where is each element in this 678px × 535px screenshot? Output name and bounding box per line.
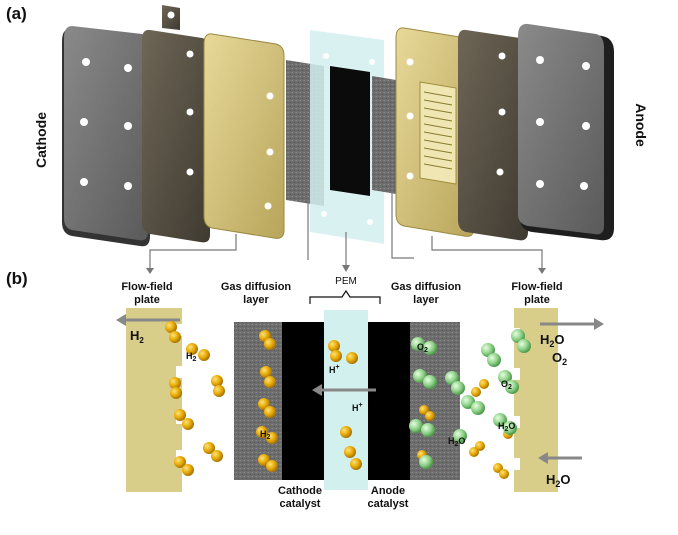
cathode-label: Cathode [33,112,49,168]
cathode-gasket [142,5,210,243]
svg-text:H+: H+ [352,402,363,413]
leader-lines [149,190,543,268]
cathode-catalyst-layer [282,322,328,480]
panel-a-label: (a) [6,4,27,23]
flow-field-right-label-1: Flow-field [511,281,562,293]
svg-text:H2O: H2O [498,421,515,433]
svg-text:H2O: H2O [540,332,565,349]
svg-text:O2: O2 [417,342,428,354]
gdl-right-label-2: layer [413,294,439,306]
svg-text:H2: H2 [130,328,144,345]
anode-gas-diffusion-frame [395,27,475,237]
hydrogen-molecules [165,321,513,479]
oxygen-molecules [409,329,531,469]
species-labels: H2 H2 H2 H+ H+ O2 O2 H2O H2O H2O O2 H2O [130,328,571,489]
svg-text:H+: H+ [329,364,340,375]
anode-catalyst-label-2: catalyst [368,498,409,510]
pem-bracket [309,289,381,304]
svg-text:H2: H2 [186,351,197,363]
svg-text:O2: O2 [552,350,567,367]
flow-field-plate-left [126,308,182,492]
anode-catalyst-label-1: Anode [371,485,405,497]
svg-text:H2: H2 [260,429,271,441]
flow-field-left-label-2: plate [134,294,160,306]
gdl-left-label-1: Gas diffusion [221,281,292,293]
svg-text:H2O: H2O [546,472,571,489]
flow-field-right-label-2: plate [524,294,550,306]
flow-arrows [116,314,604,464]
cathode-gas-diffusion-frame [203,33,285,239]
anode-gasket [458,29,528,241]
pem-label: PEM [335,276,357,287]
gdl-right-label-1: Gas diffusion [391,281,462,293]
cathode-catalyst-label-1: Cathode [278,485,322,497]
cathode-catalyst-label-2: catalyst [280,498,321,510]
flow-field-plate-right [514,308,558,492]
gdl-left-label-2: layer [243,294,269,306]
anode-end-plate [518,23,614,241]
cathode-end-plate [62,26,150,247]
svg-text:O2: O2 [501,379,512,391]
anode-label: Anode [633,103,649,147]
anode-catalyst-layer [368,322,410,480]
panel-b-label: (b) [6,269,28,288]
proton-exchange-membrane [324,310,368,490]
svg-text:H2O: H2O [448,436,465,448]
pem-membrane [310,30,384,244]
flow-field-left-label-1: Flow-field [121,281,172,293]
